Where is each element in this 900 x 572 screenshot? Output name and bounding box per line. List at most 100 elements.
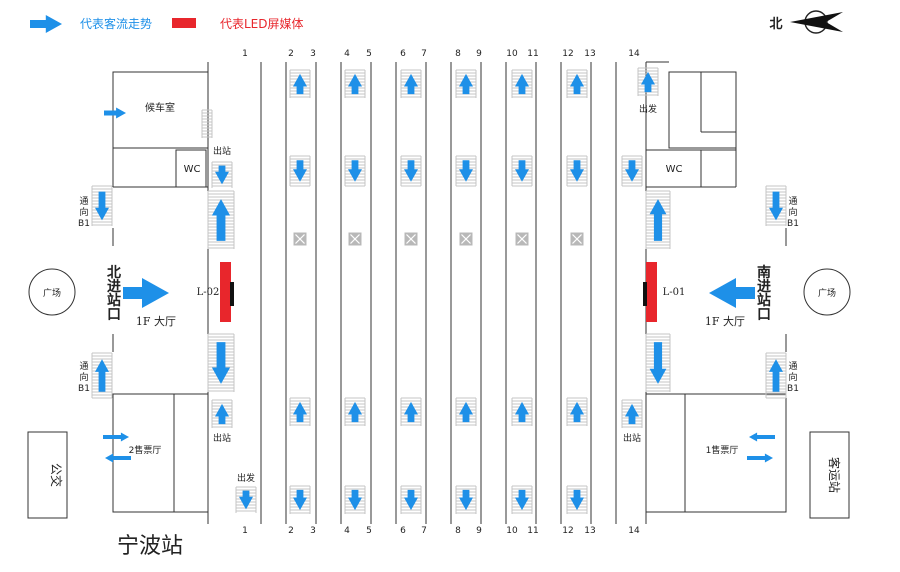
placeholder-icon [293,232,307,246]
wc-label-left: WC [184,164,201,175]
stair-flow-arrow [625,403,639,425]
south-entrance-label: 进 [757,279,771,295]
to-b1-label-right-bottom: B1 [787,384,799,394]
bus-box [27,431,68,519]
platform-stair-low [289,397,311,426]
compass-needle [790,12,843,32]
track-number-top: 3 [310,49,316,59]
stair-flow-arrow [211,342,231,384]
stair-flow-arrow [570,489,584,511]
track-number-top: 13 [584,49,595,59]
placeholder-icon [570,232,584,246]
plaza-label-left: 广场 [43,287,61,299]
led-screen-south-mount [643,282,647,306]
stair-flow-arrow [95,359,109,392]
to-b1-stair-right-top [765,185,787,226]
platform-stair-top [289,69,311,98]
exit-label-left-top: 出站 [213,145,231,157]
stair-flow-arrow [293,73,307,95]
exit-label-left-bottom: 出站 [213,432,231,444]
led-screen-north-mount [230,282,234,306]
stair-flow-arrow [649,199,667,241]
track-number-top: 8 [455,49,461,59]
track-number-top: 4 [344,49,350,59]
track-number-bottom: 1 [242,526,248,536]
stair-flow-arrow [215,403,229,425]
track-number-top: 1 [242,49,248,59]
to-b1-label-left-bottom: 向 [79,371,88,383]
track-number-bottom: 6 [400,526,406,536]
coach-box [809,431,850,519]
placeholder-icon-cross [517,234,527,244]
ticket-hall-1-label: 1售票厅 [706,444,739,456]
stair-flow-arrow [459,401,473,423]
legend-led-swatch [172,18,196,28]
north-entrance-label: 站 [107,292,121,309]
stair-flow-arrow [404,160,418,182]
track-number-top: 2 [288,49,294,59]
stair-flow-arrow [769,359,783,392]
track-number-bottom: 12 [562,526,573,536]
led-screen-south [646,262,657,322]
north-entrance-label: 进 [107,279,121,295]
track-number-bottom: 9 [476,526,482,536]
exit-label-right-bottom: 出站 [623,432,641,444]
stair-flow-arrow [515,489,529,511]
track-number-bottom: 2 [288,526,294,536]
to-b1-label-left-bottom: B1 [78,384,90,394]
ticket-hall-2-in-arrow [103,432,129,442]
stair-flow-arrow [459,73,473,95]
stair-flow-arrow [570,401,584,423]
stair-flow-arrow [293,489,307,511]
led-screen-north-label: L-02 [197,287,220,298]
track-number-top: 7 [421,49,427,59]
stair-flow-arrow [649,342,667,384]
to-b1-label-right-top: 向 [788,206,797,218]
track-number-top: 9 [476,49,482,59]
plaza-circle-left [28,268,76,316]
to-b1-label-right-top: B1 [787,219,799,229]
placeholder-icon [459,232,473,246]
ticket-hall-1-area [684,393,787,513]
track-number-bottom: 14 [628,526,640,536]
coach-label: 客运站 [827,457,842,493]
to-b1-label-right-bottom: 通 [788,361,797,372]
track-number-top: 12 [562,49,573,59]
station-name: 宁波站 [117,534,183,559]
stair-flow-arrow [293,160,307,182]
plaza-circle-right [803,268,851,316]
to-b1-label-left-top: B1 [78,219,90,229]
track-number-bottom: 4 [344,526,350,536]
placeholder-icon-cross [350,234,360,244]
stair-flow-arrow [515,160,529,182]
hall-label-right: 1F 大厅 [705,314,745,328]
to-b1-label-right-bottom: 向 [788,371,797,383]
stair-flow-arrow [95,191,109,221]
track-number-bottom: 13 [584,526,595,536]
north-entrance-arrow [123,278,169,308]
to-b1-label-left-top: 通 [79,196,88,207]
stair-flow-arrow [515,73,529,95]
stair-flow-arrow [769,191,783,221]
placeholder-icon-cross [406,234,416,244]
stair-flow-arrow [239,490,253,510]
placeholder-icon-cross [295,234,305,244]
stair-flow-arrow [459,160,473,182]
stair-flow-arrow [404,401,418,423]
wc-label-right: WC [666,164,683,175]
plaza-label-right: 广场 [818,287,836,299]
waiting-room-arrow [104,107,126,119]
to-b1-label-left-top: 向 [79,206,88,218]
south-entrance-arrow [709,278,755,308]
wc-room-right [645,149,702,188]
track-number-bottom: 7 [421,526,427,536]
stair-flow-arrow [348,489,362,511]
stair-flow-arrow [348,73,362,95]
waiting-room-stair [201,109,213,138]
track-number-bottom: 10 [506,526,518,536]
placeholder-icon-cross [461,234,471,244]
ticket-hall-2-label: 2售票厅 [129,444,162,456]
south-entrance-label: 南 [757,264,771,281]
stair-flow-arrow [641,71,655,93]
